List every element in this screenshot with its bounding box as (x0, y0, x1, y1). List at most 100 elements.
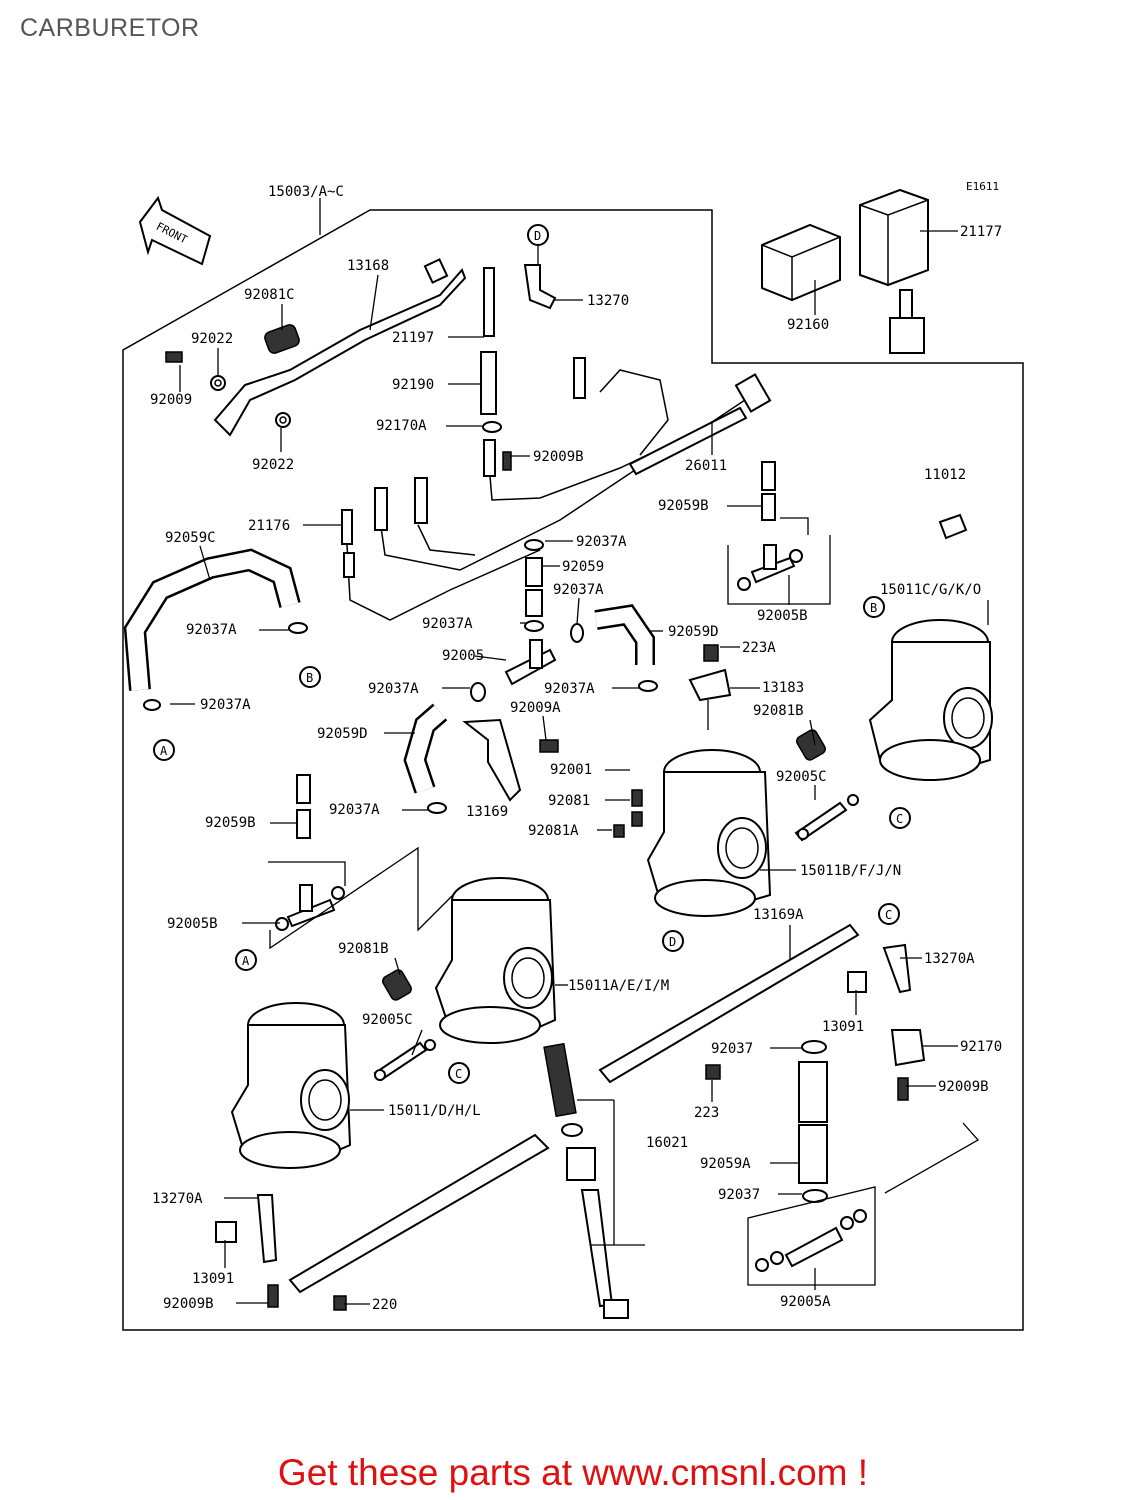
label-92037a-5: 92037A (422, 616, 473, 632)
ref-circle-a-left: A (153, 739, 175, 761)
carburetor-15011c (868, 619, 993, 781)
fitting-21197 (483, 267, 495, 337)
label-15011a: 15011A/E/I/M (568, 978, 669, 994)
label-13169: 13169 (466, 804, 508, 820)
label-15011c: 15011C/G/K/O (880, 582, 981, 598)
front-arrow-icon: FRONT (138, 195, 212, 266)
carburetor-15011a (434, 877, 557, 1044)
svg-text:A: A (242, 954, 250, 968)
label-92001: 92001 (550, 762, 592, 778)
carburetor-15011 (230, 1002, 352, 1169)
cap-11012 (938, 513, 968, 540)
label-92022-a: 92022 (191, 331, 233, 347)
svg-text:D: D (534, 229, 541, 243)
screw-92009 (165, 351, 183, 363)
label-92005: 92005 (442, 648, 484, 664)
svg-text:C: C (885, 908, 892, 922)
cover-92160 (761, 223, 841, 302)
label-92009b-a: 92009B (938, 1079, 989, 1095)
ref-circle-a-mid: A (235, 949, 257, 971)
label-92037a-6: 92037A (368, 681, 419, 697)
label-92081a: 92081A (528, 823, 579, 839)
bracket-13168 (213, 268, 467, 437)
label-21197: 21197 (392, 330, 434, 346)
label-92037a-7: 92037A (544, 681, 595, 697)
label-92081: 92081 (548, 793, 590, 809)
link-13169a (598, 923, 860, 1084)
label-92009: 92009 (150, 392, 192, 408)
label-92190: 92190 (392, 377, 434, 393)
washer-92022-b (275, 412, 291, 428)
label-21177: 21177 (960, 224, 1002, 240)
label-92005b-b: 92005B (167, 916, 218, 932)
label-92005c-b: 92005C (362, 1012, 413, 1028)
clip-13168 (423, 258, 449, 284)
label-92081b-b: 92081B (338, 941, 389, 957)
label-223a: 223A (742, 640, 776, 656)
label-92037a-1: 92037A (186, 622, 237, 638)
label-92022-b: 92022 (252, 457, 294, 473)
label-92059d-b: 92059D (317, 726, 368, 742)
label-223: 223 (694, 1105, 719, 1121)
label-13183: 13183 (762, 680, 804, 696)
svg-text:B: B (306, 671, 313, 685)
assembly-outline (122, 209, 1024, 1331)
label-13169a: 13169A (753, 907, 804, 923)
svg-text:A: A (160, 744, 168, 758)
sensor-21176 (341, 509, 353, 545)
label-92005b-a: 92005B (757, 608, 808, 624)
ref-code: E1611 (966, 180, 999, 193)
ref-circle-b-left: B (299, 666, 321, 688)
label-13091-b: 13091 (192, 1271, 234, 1287)
label-92009b-top: 92009B (533, 449, 584, 465)
label-92059b-b: 92059B (205, 815, 256, 831)
connector-21177 (889, 317, 925, 354)
label-13168: 13168 (347, 258, 389, 274)
clip-92170 (890, 1029, 926, 1067)
svg-text:D: D (669, 935, 676, 949)
label-92059c: 92059C (165, 530, 216, 546)
label-11012: 11012 (924, 467, 966, 483)
label-92005c-a: 92005C (776, 769, 827, 785)
label-92037a-2: 92037A (200, 697, 251, 713)
bracket-13169 (462, 718, 522, 802)
clamp-92170a (482, 421, 502, 433)
label-92009b-b: 92009B (163, 1296, 214, 1312)
label-220: 220 (372, 1297, 397, 1313)
label-92059a: 92059A (700, 1156, 751, 1172)
spring-92081c (264, 324, 300, 354)
label-92005a: 92005A (780, 1294, 831, 1310)
bracket-13270 (523, 264, 557, 310)
label-13270a-a: 13270A (924, 951, 975, 967)
label-92037a-8: 92037A (329, 802, 380, 818)
label-15011b: 15011B/F/J/N (800, 863, 901, 879)
label-92037-b: 92037 (718, 1187, 760, 1203)
label-21176: 21176 (248, 518, 290, 534)
svg-text:C: C (455, 1067, 462, 1081)
label-13270: 13270 (587, 293, 629, 309)
carburetor-15011b (646, 749, 772, 917)
label-26011: 26011 (685, 458, 727, 474)
ref-circle-c-right: C (889, 807, 911, 829)
ref-circle-d-mid: D (662, 930, 684, 952)
label-92059b-a: 92059B (658, 498, 709, 514)
ref-circle-b-right: B (863, 596, 885, 618)
label-15011: 15011/D/H/L (388, 1103, 481, 1119)
link-bottom (288, 1133, 550, 1294)
label-92037a-4: 92037A (553, 582, 604, 598)
label-92037a-3: 92037A (576, 534, 627, 550)
washer-92022-a (210, 375, 226, 391)
footer-link[interactable]: Get these parts at www.cmsnl.com ! (277, 1452, 869, 1493)
label-92059d-a: 92059D (668, 624, 719, 640)
label-92009a: 92009A (510, 700, 561, 716)
bracket-13183 (688, 668, 732, 702)
label-92170a: 92170A (376, 418, 427, 434)
label-15003: 15003/A~C (268, 184, 344, 200)
svg-text:C: C (896, 812, 903, 826)
harness-26011 (489, 399, 746, 501)
label-92081b-a: 92081B (753, 703, 804, 719)
label-92059: 92059 (562, 559, 604, 575)
igniter-21177 (859, 188, 929, 287)
label-16021: 16021 (646, 1135, 688, 1151)
